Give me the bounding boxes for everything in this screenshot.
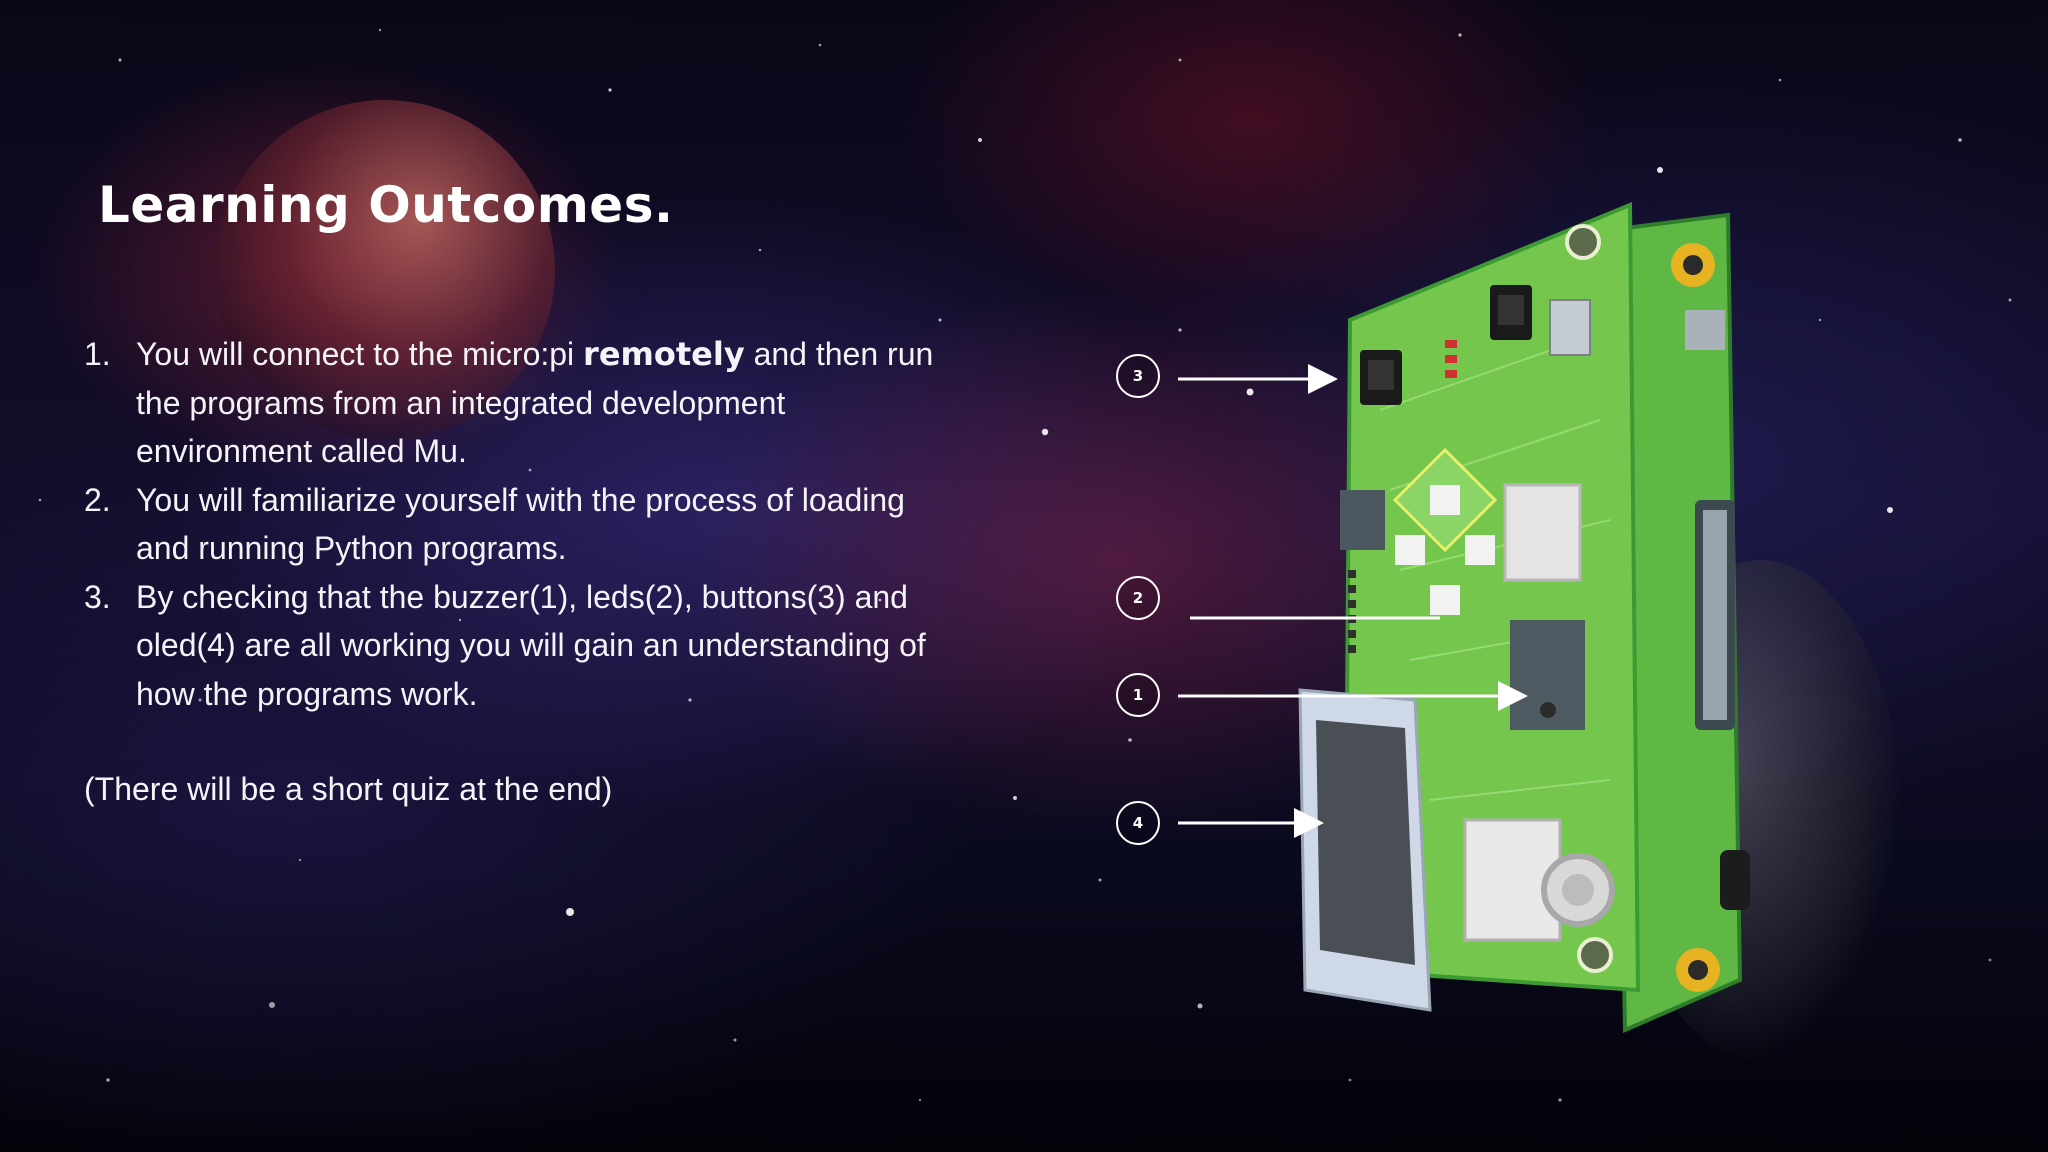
list-item-text: You will connect to the micro:pi xyxy=(136,336,584,372)
quiz-note: (There will be a short quiz at the end) xyxy=(84,771,613,807)
micro-pi-board-image xyxy=(1298,202,1750,1034)
list-item-text: and then run the programs from an integr… xyxy=(136,336,934,469)
list-item: 2. You will familiarize yourself with the… xyxy=(84,476,964,573)
list-item: 3. By checking that the buzzer(1), leds(2… xyxy=(84,573,964,719)
list-item-emphasis: remotely xyxy=(583,335,745,373)
callout-oled: 4 xyxy=(1116,801,1160,845)
callout-buzzer: 1 xyxy=(1116,673,1160,717)
slide-title: Learning Outcomes. xyxy=(98,176,674,234)
planet-left xyxy=(215,100,555,440)
callout-leds: 2 xyxy=(1116,576,1160,620)
list-item-text: By checking that the buzzer(1), leds(2),… xyxy=(136,578,926,712)
callout-buttons: 3 xyxy=(1116,354,1160,398)
list-item-number: 3. xyxy=(84,578,111,615)
list-item: 1. You will connect to the micro:pi remot… xyxy=(84,330,964,476)
list-item-number: 1. xyxy=(84,336,111,372)
learning-outcomes-list: 1. You will connect to the micro:pi remot… xyxy=(84,330,964,718)
list-item-text: You will familiarize yourself with the p… xyxy=(136,481,905,567)
list-item-number: 2. xyxy=(84,481,111,518)
